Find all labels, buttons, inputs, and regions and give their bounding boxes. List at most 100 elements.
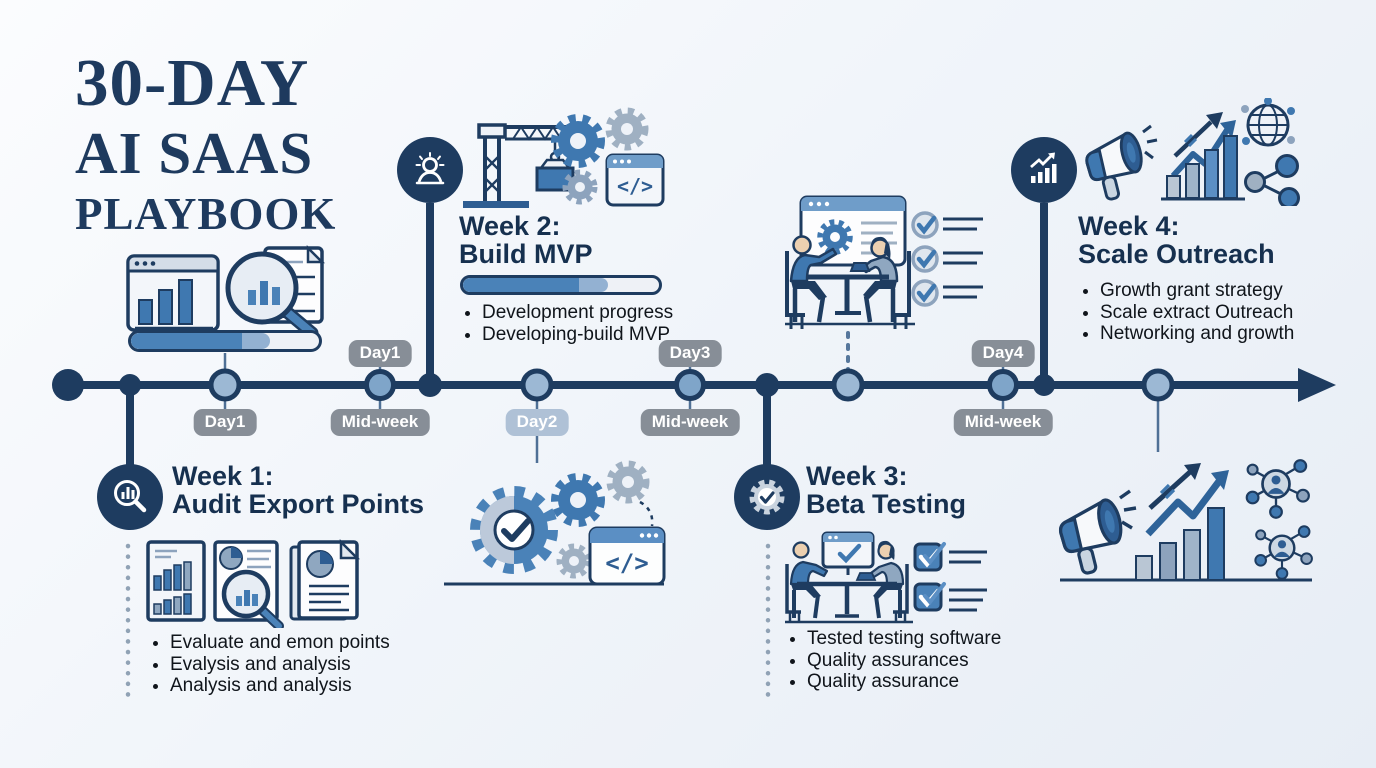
people-at-table — [785, 235, 915, 329]
week3-title: Week 3: — [806, 461, 908, 491]
week2-subtitle: Build MVP — [459, 239, 593, 270]
timeline-connectors — [125, 203, 1160, 701]
scale-outreach-icons — [1085, 98, 1300, 206]
bar-chart-icon — [1161, 135, 1245, 201]
code-window-icon: </> — [605, 153, 665, 207]
bullet: Evaluate and emon points — [170, 632, 390, 654]
build-mvp-icons: </> — [463, 107, 665, 208]
chart-up-icon — [1030, 152, 1057, 183]
people-network-icon — [1245, 458, 1311, 520]
timeline-node-day1 — [208, 368, 242, 402]
analytics-window-icon — [126, 254, 220, 332]
week1-heading: Week 1: Audit Export Points — [172, 462, 424, 518]
week2-title: Week 2: — [459, 211, 561, 241]
title-line-2: AI SAAS — [75, 120, 314, 186]
gear-icon — [551, 473, 605, 527]
week3-heading: Week 3: Beta Testing — [806, 462, 966, 518]
code-glyph: </> — [605, 549, 648, 577]
week4-milestone-circle — [1011, 137, 1077, 203]
header-progress-bar — [128, 330, 322, 352]
bullet: Development progress — [482, 302, 673, 324]
week4-subtitle: Scale Outreach — [1078, 239, 1275, 270]
page-title: 30-DAY AI SAAS PLAYBOOK — [75, 50, 336, 237]
gear-check-icon — [749, 479, 785, 515]
timeline-node-week2 — [418, 373, 442, 397]
bullet: Scale extract Outreach — [1100, 302, 1294, 324]
timeline-node-day4 — [987, 369, 1019, 401]
week4-heading: Week 4: Scale Outreach — [1078, 212, 1275, 268]
bullet: Developing-build MVP — [482, 324, 673, 346]
dashed-connector — [639, 500, 654, 527]
timeline-node-week4 — [1033, 374, 1055, 396]
week3-milestone-circle — [734, 464, 800, 530]
globe-network-icon — [1241, 98, 1295, 147]
bullet: Quality assurance — [807, 671, 1001, 693]
timeline-label-midweek-1: Mid-week — [330, 409, 430, 436]
checklist-icon — [911, 211, 983, 307]
innovator-person-icon — [415, 152, 445, 185]
bullet: Analysis and analysis — [170, 675, 390, 697]
week3-subtitle: Beta Testing — [806, 489, 967, 520]
timeline-node-day2 — [520, 368, 554, 402]
week2-progress-fill — [463, 278, 609, 292]
bullet: Networking and growth — [1100, 323, 1294, 345]
timeline-node-review — [831, 368, 865, 402]
timeline-label-day2: Day2 — [505, 409, 569, 436]
week1-bullets: Evaluate and emon points Evalysis and an… — [149, 632, 390, 697]
timeline-node-start — [52, 369, 84, 401]
week2-progress-bar — [460, 275, 662, 295]
audit-docs-illustration — [126, 244, 326, 338]
timeline-node-midweek1 — [364, 369, 396, 401]
checkbox-list-icon — [913, 542, 987, 612]
audit-magnifier-icon — [114, 480, 147, 513]
bar-chart-icon — [1135, 507, 1225, 581]
title-line-1: 30-DAY — [75, 46, 310, 120]
megaphone-icon — [1058, 496, 1127, 576]
bullet: Tested testing software — [807, 628, 1001, 650]
gear-icon — [606, 460, 650, 504]
share-nodes-icon — [1244, 154, 1300, 206]
bar-report-icon — [146, 540, 206, 622]
timeline-label-day1-above: Day1 — [348, 340, 412, 367]
monitor-check-icon — [821, 531, 875, 575]
header-progress-fill — [131, 333, 271, 349]
week2-bullets: Development progress Developing-build MV… — [461, 302, 673, 345]
code-glyph: </> — [617, 174, 653, 198]
bullet: Evalysis and analysis — [170, 654, 390, 676]
bullet: Growth grant strategy — [1100, 280, 1294, 302]
timeline-label-midweek-3: Mid-week — [953, 409, 1053, 436]
timeline-node-day3 — [674, 369, 706, 401]
collab-review-illustration — [785, 195, 983, 329]
timeline-label-day4: Day4 — [971, 340, 1035, 367]
timeline-label-day3: Day3 — [658, 340, 722, 367]
people-network-icon — [1254, 525, 1314, 580]
gear-icon — [605, 107, 649, 151]
pie-report-magnifier-icon — [213, 540, 284, 628]
sound-waves-icon — [1118, 489, 1137, 530]
title-line-3: PLAYBOOK — [75, 189, 337, 239]
week3-bullets: Tested testing software Quality assuranc… — [786, 628, 1001, 693]
week2-heading: Week 2: Build MVP — [459, 212, 593, 268]
magnifier-chart-icon — [225, 251, 319, 338]
timeline-node-week3 — [755, 373, 779, 397]
scale-growth-illustration — [1058, 458, 1314, 582]
arrowhead-icon — [1298, 368, 1336, 402]
pie-document-icon — [289, 538, 361, 621]
beta-testing-illustration — [785, 531, 987, 624]
timeline-node-week1 — [119, 374, 141, 396]
gear-icon — [551, 114, 605, 168]
week1-subtitle: Audit Export Points — [172, 489, 424, 520]
week1-title: Week 1: — [172, 461, 274, 491]
week4-title: Week 4: — [1078, 211, 1180, 241]
build-gears-illustration: </> — [444, 460, 666, 586]
week1-milestone-circle — [97, 464, 163, 530]
timeline-label-day1: Day1 — [193, 409, 257, 436]
code-window-icon: </> — [588, 526, 666, 586]
gear-icon-small — [556, 543, 592, 579]
people-at-table — [785, 540, 913, 624]
sound-waves-icon — [1142, 124, 1158, 160]
week2-milestone-circle — [397, 137, 463, 203]
growth-arrows-icon — [1145, 463, 1229, 537]
